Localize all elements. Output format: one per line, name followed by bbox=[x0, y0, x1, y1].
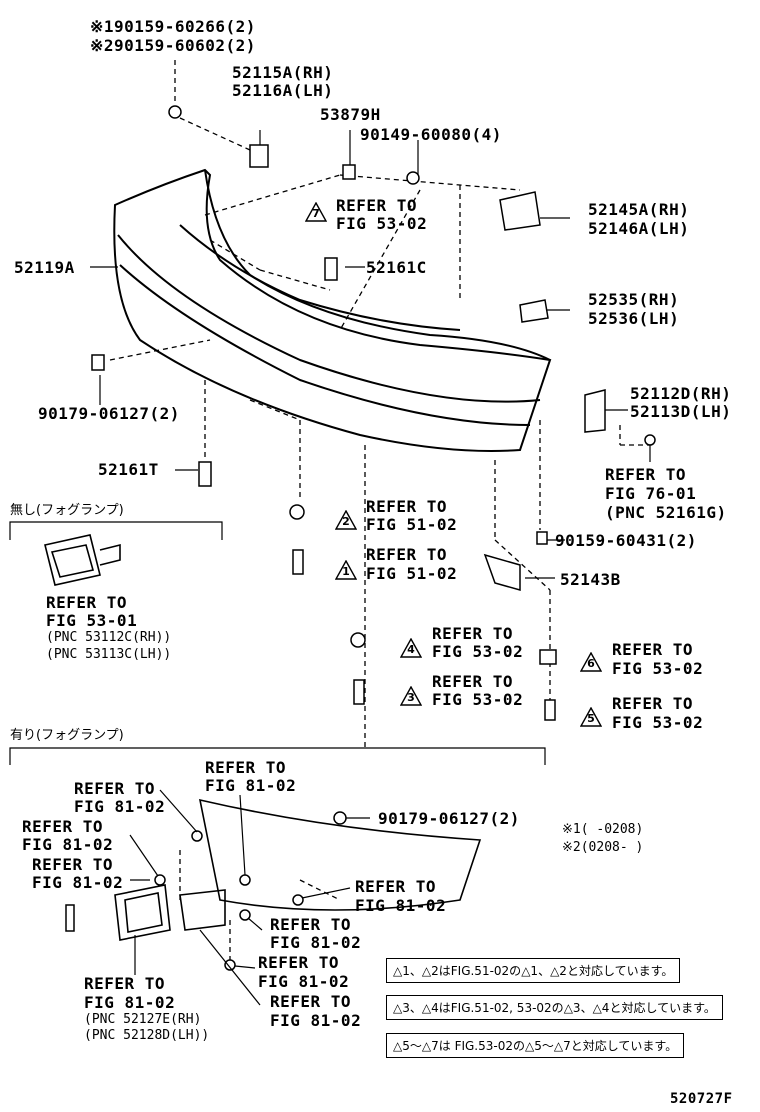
fig-81-02-label: FIG 81-02 bbox=[84, 993, 176, 1012]
fig-81-02-label: FIG 81-02 bbox=[270, 933, 362, 952]
triangle-marker-4: 4 bbox=[399, 637, 423, 658]
pnc-52128D-label: (PNC 52128D(LH)) bbox=[84, 1028, 210, 1043]
refer-to-label: REFER TO bbox=[258, 953, 340, 972]
fig-53-02-label: FIG 53-02 bbox=[612, 659, 704, 678]
refer-to-label: REFER TO bbox=[32, 855, 114, 874]
part-number-52536: 52536(LH) bbox=[588, 309, 680, 328]
refer-to-label: REFER TO bbox=[270, 915, 352, 934]
part-number-52143B: 52143B bbox=[560, 570, 621, 589]
part-number-90159-60431: 90159-60431(2) bbox=[555, 531, 697, 550]
pnc-53113C-label: (PNC 53113C(LH)) bbox=[46, 647, 172, 662]
refer-to-label: REFER TO bbox=[46, 593, 128, 612]
section-without-fog-lamp: 無し(フォグランプ) bbox=[10, 503, 124, 518]
part-number-52119A: 52119A bbox=[14, 258, 75, 277]
refer-to-label: REFER TO bbox=[366, 545, 448, 564]
pnc-52161G-label: (PNC 52161G) bbox=[605, 503, 727, 522]
refer-to-label: REFER TO bbox=[432, 624, 514, 643]
part-number-52535: 52535(RH) bbox=[588, 290, 680, 309]
refer-to-label: REFER TO bbox=[355, 877, 437, 896]
refer-to-label: REFER TO bbox=[22, 817, 104, 836]
triangle-marker-7: 7 bbox=[304, 201, 328, 222]
note-box-5-7: △5〜△7は FIG.53-02の△5〜△7と対応しています。 bbox=[386, 1033, 685, 1058]
triangle-marker-2: 2 bbox=[334, 509, 358, 530]
part-number-52113D: 52113D(LH) bbox=[630, 402, 732, 421]
refer-to-label: REFER TO bbox=[605, 465, 687, 484]
part-number-52145A: 52145A(RH) bbox=[588, 200, 690, 219]
fig-81-02-label: FIG 81-02 bbox=[22, 835, 114, 854]
note-box-3-4: △3、△4はFIG.51-02, 53-02の△3、△4と対応しています。 bbox=[386, 995, 723, 1020]
diagram-id: 520727F bbox=[670, 1091, 733, 1107]
refer-to-label: REFER TO bbox=[612, 694, 694, 713]
refer-to-label: REFER TO bbox=[612, 640, 694, 659]
refer-to-label: REFER TO bbox=[270, 992, 352, 1011]
part-number-52115A: 52115A(RH) bbox=[232, 63, 334, 82]
triangle-marker-3: 3 bbox=[399, 685, 423, 706]
fig-51-02-label: FIG 51-02 bbox=[366, 564, 458, 583]
fig-53-02-label: FIG 53-02 bbox=[432, 642, 524, 661]
refer-to-label: REFER TO bbox=[366, 497, 448, 516]
fig-76-01-label: FIG 76-01 bbox=[605, 484, 697, 503]
fig-81-02-label: FIG 81-02 bbox=[258, 972, 350, 991]
note-1: ※1( -0208) bbox=[562, 822, 644, 837]
note-2: ※2(0208- ) bbox=[562, 840, 644, 855]
section-with-fog-lamp: 有り(フォグランプ) bbox=[10, 728, 124, 743]
refer-to-label: REFER TO bbox=[432, 672, 514, 691]
fig-81-02-label: FIG 81-02 bbox=[205, 776, 297, 795]
pnc-53112C-label: (PNC 53112C(RH)) bbox=[46, 630, 172, 645]
part-number-90159-60266: ※190159-60266(2) bbox=[90, 17, 256, 36]
fig-53-02-label: FIG 53-02 bbox=[336, 214, 428, 233]
part-number-90179-06127-bottom: 90179-06127(2) bbox=[378, 809, 520, 828]
triangle-marker-6: 6 bbox=[579, 651, 603, 672]
part-number-53879H: 53879H bbox=[320, 105, 381, 124]
triangle-marker-5: 5 bbox=[579, 706, 603, 727]
fig-81-02-label: FIG 81-02 bbox=[355, 896, 447, 915]
part-number-90149-60080: 90149-60080(4) bbox=[360, 125, 502, 144]
part-number-52146A: 52146A(LH) bbox=[588, 219, 690, 238]
fig-81-02-label: FIG 81-02 bbox=[270, 1011, 362, 1030]
part-number-52161C: 52161C bbox=[366, 258, 427, 277]
part-number-52112D: 52112D(RH) bbox=[630, 384, 732, 403]
note-box-1-2: △1、△2はFIG.51-02の△1、△2と対応しています。 bbox=[386, 958, 681, 983]
part-number-90159-60602: ※290159-60602(2) bbox=[90, 36, 256, 55]
pnc-52127E-label: (PNC 52127E(RH) bbox=[84, 1012, 202, 1027]
fig-53-01-label: FIG 53-01 bbox=[46, 611, 138, 630]
refer-to-label: REFER TO bbox=[336, 196, 418, 215]
part-number-90179-06127-top: 90179-06127(2) bbox=[38, 404, 180, 423]
fig-81-02-label: FIG 81-02 bbox=[32, 873, 124, 892]
fig-51-02-label: FIG 51-02 bbox=[366, 515, 458, 534]
triangle-marker-1: 1 bbox=[334, 559, 358, 580]
refer-to-label: REFER TO bbox=[84, 974, 166, 993]
refer-to-label: REFER TO bbox=[74, 779, 156, 798]
part-number-52116A: 52116A(LH) bbox=[232, 81, 334, 100]
bumper-cover-outline bbox=[113, 168, 552, 452]
fig-81-02-label: FIG 81-02 bbox=[74, 797, 166, 816]
refer-to-label: REFER TO bbox=[205, 758, 287, 777]
fig-53-02-label: FIG 53-02 bbox=[432, 690, 524, 709]
fig-53-02-label: FIG 53-02 bbox=[612, 713, 704, 732]
part-number-52161T: 52161T bbox=[98, 460, 159, 479]
